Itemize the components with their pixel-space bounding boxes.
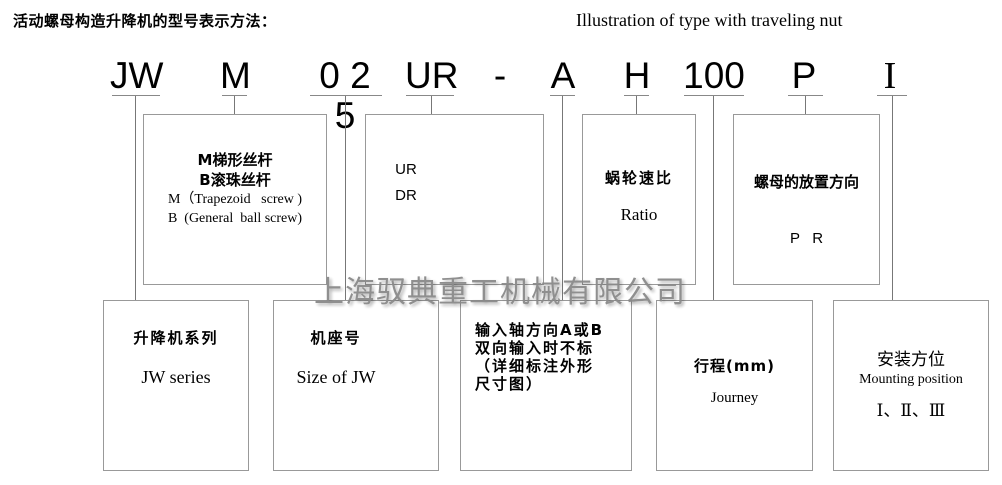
connector-series (135, 96, 136, 300)
code-size: 0 2 5 (319, 55, 371, 136)
code-structure: UR (405, 55, 459, 96)
underline (222, 95, 247, 96)
underline (788, 95, 823, 96)
code-mounting: I (883, 55, 897, 97)
structure-dr: DR (395, 187, 417, 204)
input-line-1: 输入轴方向A或B (475, 321, 605, 339)
size-cn: 机座号 (310, 329, 362, 347)
underline (877, 95, 907, 96)
size-en: Size of JW (296, 367, 376, 387)
ratio-cn: 蜗轮速比 (604, 169, 673, 187)
structure-ur: UR (395, 161, 417, 178)
journey-cn: 行程(mm) (694, 357, 775, 375)
journey-en: Journey (710, 390, 759, 406)
title-english: Illustration of type with traveling nut (576, 10, 843, 30)
box-structure: UR DR (365, 114, 544, 285)
box-screw-type: M梯形丝杆 B滚珠丝杆 M（Trapezoid screw ) B (Gener… (143, 114, 327, 285)
mounting-cn: 安装方位 (877, 350, 945, 370)
box-size: 机座号 Size of JW (273, 300, 439, 471)
box-mounting: 安装方位 Mounting position Ⅰ、Ⅱ、Ⅲ (833, 300, 989, 471)
underline (550, 95, 575, 96)
code-screw: M (220, 55, 251, 96)
underline (684, 95, 744, 96)
input-line-4: 尺寸图） (475, 375, 544, 393)
underline (406, 95, 454, 96)
input-line-2: 双向输入时不标 (475, 339, 595, 357)
code-journey: 100 (683, 55, 745, 96)
screw-cn-2: B滚珠丝杆 (199, 171, 271, 189)
code-nut: P (791, 55, 817, 96)
ratio-en: Ratio (620, 205, 658, 224)
code-series: JW (110, 55, 164, 96)
box-ratio: 蜗轮速比 Ratio (582, 114, 696, 285)
connector-ratio (636, 96, 637, 115)
nut-options: P R (789, 230, 824, 247)
series-cn: 升降机系列 (133, 329, 219, 347)
code-dash: - (493, 55, 507, 96)
connector-mounting (892, 96, 893, 300)
mounting-en: Mounting position (859, 372, 963, 387)
mounting-options: Ⅰ、Ⅱ、Ⅲ (876, 401, 946, 421)
screw-cn-1: M梯形丝杆 (197, 151, 273, 169)
screw-en-2: B (General ball screw) (167, 211, 303, 226)
code-input: A (550, 55, 576, 96)
series-en: JW series (141, 367, 211, 387)
box-input-direction: 输入轴方向A或B 双向输入时不标 （详细标注外形 尺寸图） (460, 300, 632, 471)
underline (310, 95, 382, 96)
box-nut-direction: 螺母的放置方向 P R (733, 114, 880, 285)
connector-screw (234, 96, 235, 115)
box-journey: 行程(mm) Journey (656, 300, 813, 471)
input-line-3: （详细标注外形 (475, 357, 595, 375)
connector-nut (805, 96, 806, 115)
connector-structure (431, 96, 432, 115)
underline (624, 95, 649, 96)
connector-size (345, 96, 346, 300)
connector-input (562, 96, 563, 300)
nut-cn: 螺母的放置方向 (753, 173, 859, 191)
screw-en-1: M（Trapezoid screw ) (167, 192, 302, 207)
title-chinese: 活动螺母构造升降机的型号表示方法： (13, 12, 277, 30)
box-series: 升降机系列 JW series (103, 300, 249, 471)
code-ratio: H (623, 55, 651, 96)
connector-journey (713, 96, 714, 300)
underline (112, 95, 160, 96)
company-watermark: 上海驭典重工机械有限公司 (314, 275, 686, 310)
